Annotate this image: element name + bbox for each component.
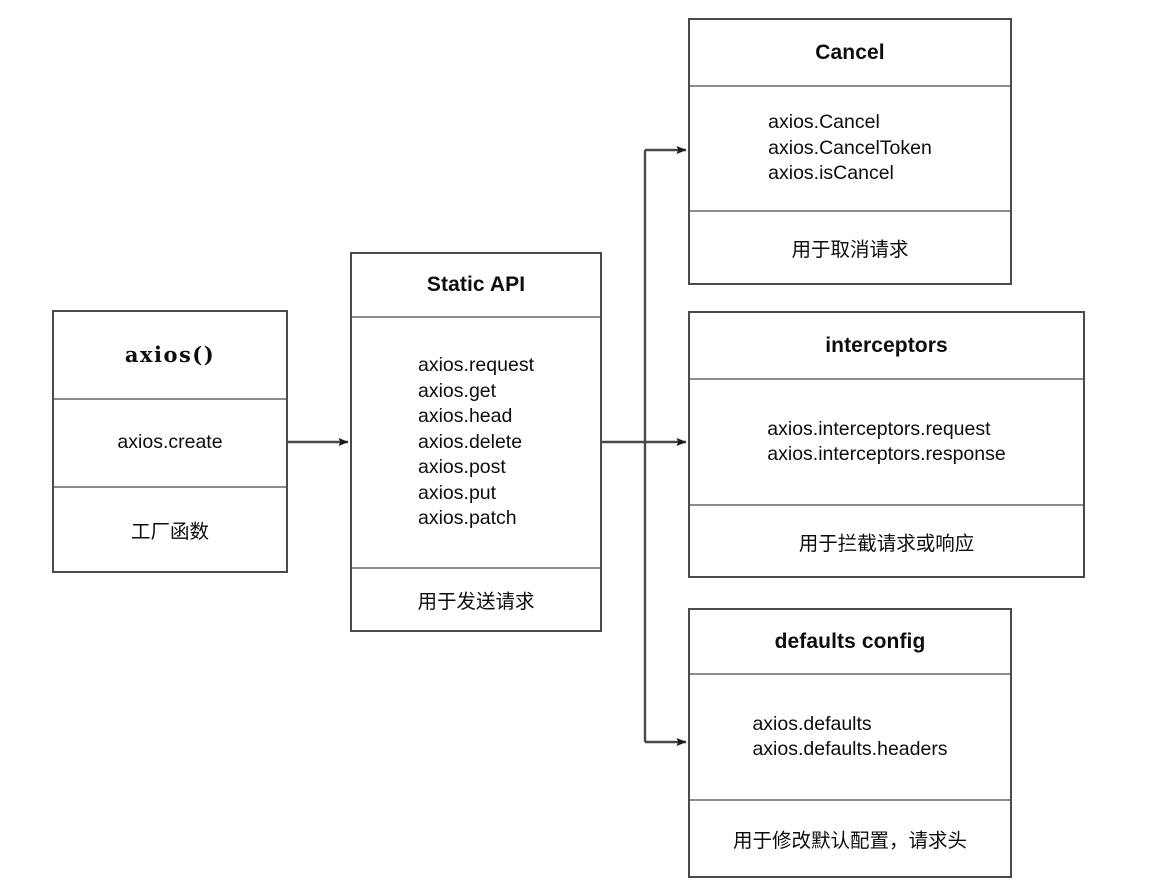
static-api-body-wrap: axios.request axios.get axios.head axios… [352, 316, 600, 566]
interceptors-header: interceptors [825, 333, 948, 357]
node-axios-factory[interactable]: axios() axios.create 工厂函数 [52, 310, 288, 573]
node-interceptors[interactable]: interceptors axios.interceptors.request … [688, 311, 1085, 578]
static-api-body: axios.request axios.get axios.head axios… [418, 354, 534, 530]
axios-factory-note: 工厂函数 [54, 486, 286, 571]
node-defaults-config[interactable]: defaults config axios.defaults axios.def… [688, 608, 1012, 878]
node-cancel[interactable]: Cancel axios.Cancel axios.CancelToken ax… [688, 18, 1012, 285]
interceptors-note: 用于拦截请求或响应 [690, 504, 1083, 576]
defaults-config-body: axios.defaults axios.defaults.headers [752, 712, 948, 761]
defaults-config-note: 用于修改默认配置，请求头 [690, 799, 1010, 876]
cancel-header: Cancel [815, 40, 885, 64]
static-api-note: 用于发送请求 [352, 566, 600, 630]
static-api-header: Static API [426, 273, 526, 297]
axios-factory-header: axios() [124, 342, 216, 368]
cancel-note: 用于取消请求 [690, 210, 1010, 283]
interceptors-body-wrap: axios.interceptors.request axios.interce… [690, 378, 1083, 504]
node-static-api[interactable]: Static API axios.request axios.get axios… [350, 252, 602, 632]
cancel-body-wrap: axios.Cancel axios.CancelToken axios.isC… [690, 85, 1010, 210]
defaults-config-header: defaults config [774, 629, 926, 653]
defaults-config-body-wrap: axios.defaults axios.defaults.headers [690, 673, 1010, 799]
cancel-body: axios.Cancel axios.CancelToken axios.isC… [768, 111, 932, 185]
axios-factory-body: axios.create [54, 397, 286, 487]
interceptors-body: axios.interceptors.request axios.interce… [767, 417, 1006, 466]
